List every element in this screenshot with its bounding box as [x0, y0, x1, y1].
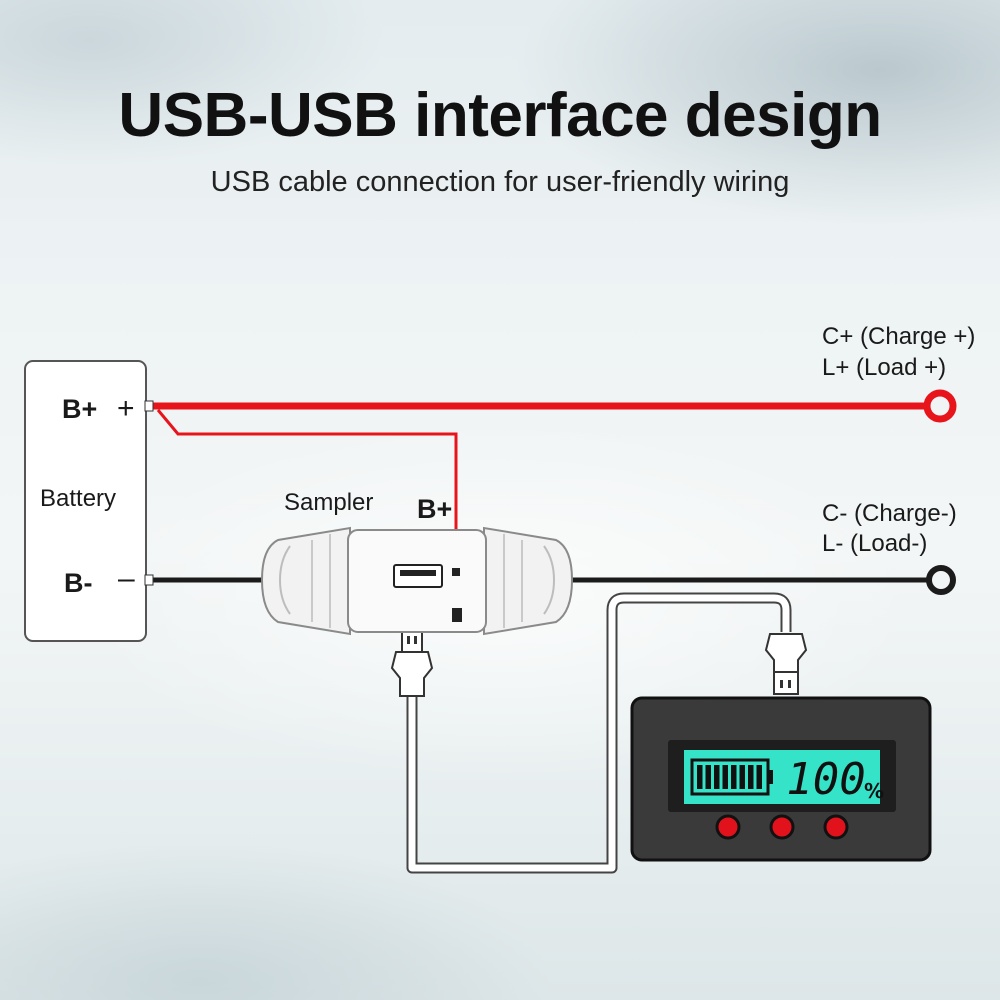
- lcd-battery-tip: [768, 770, 773, 784]
- sampler-sense-wire: [156, 409, 458, 573]
- battery-pos-label: B+: [62, 394, 98, 424]
- page-title: USB-USB interface design: [118, 81, 882, 150]
- battery-neg-label: B-: [64, 568, 93, 598]
- battery-pos-symbol: +: [117, 392, 135, 425]
- display-button[interactable]: [769, 814, 795, 840]
- lcd-battery-segment: [748, 765, 754, 789]
- display-buttons: [715, 814, 849, 840]
- battery-pos-terminal: [144, 400, 154, 412]
- negative-ring-terminal: [926, 565, 956, 595]
- battery-neg-symbol: –: [118, 562, 135, 595]
- sampler-device: [260, 526, 574, 636]
- lcd-battery-segment: [731, 765, 737, 789]
- battery-box: [24, 360, 147, 642]
- lcd-unit: %: [864, 779, 884, 803]
- output-positive-line1: C+ (Charge +): [822, 323, 976, 350]
- battery-label: Battery: [40, 485, 117, 512]
- usb-plug-display: [764, 633, 808, 695]
- lcd-battery-segment: [739, 765, 745, 789]
- output-negative-line1: C- (Charge-): [822, 500, 957, 527]
- display-button[interactable]: [823, 814, 849, 840]
- lcd-battery-segment: [756, 765, 762, 789]
- lcd-reading: 100: [786, 754, 865, 805]
- output-positive-line2: L+ (Load +): [822, 354, 947, 381]
- usb-plug-sampler: [390, 629, 434, 697]
- lcd-battery-segment: [722, 765, 728, 789]
- sampler-pin-label: B+: [417, 494, 453, 524]
- display-button[interactable]: [715, 814, 741, 840]
- positive-ring-terminal: [923, 389, 957, 423]
- sampler-label: Sampler: [284, 489, 374, 516]
- lcd-battery-icon: [690, 758, 773, 796]
- lcd-battery-segment: [697, 765, 703, 789]
- lcd-battery-segment: [714, 765, 720, 789]
- usb-cable: [406, 592, 792, 874]
- lcd-battery-segment: [705, 765, 711, 789]
- output-negative-line2: L- (Load-): [822, 530, 928, 557]
- page-subtitle: USB cable connection for user-friendly w…: [210, 166, 790, 198]
- battery-neg-terminal: [144, 574, 154, 586]
